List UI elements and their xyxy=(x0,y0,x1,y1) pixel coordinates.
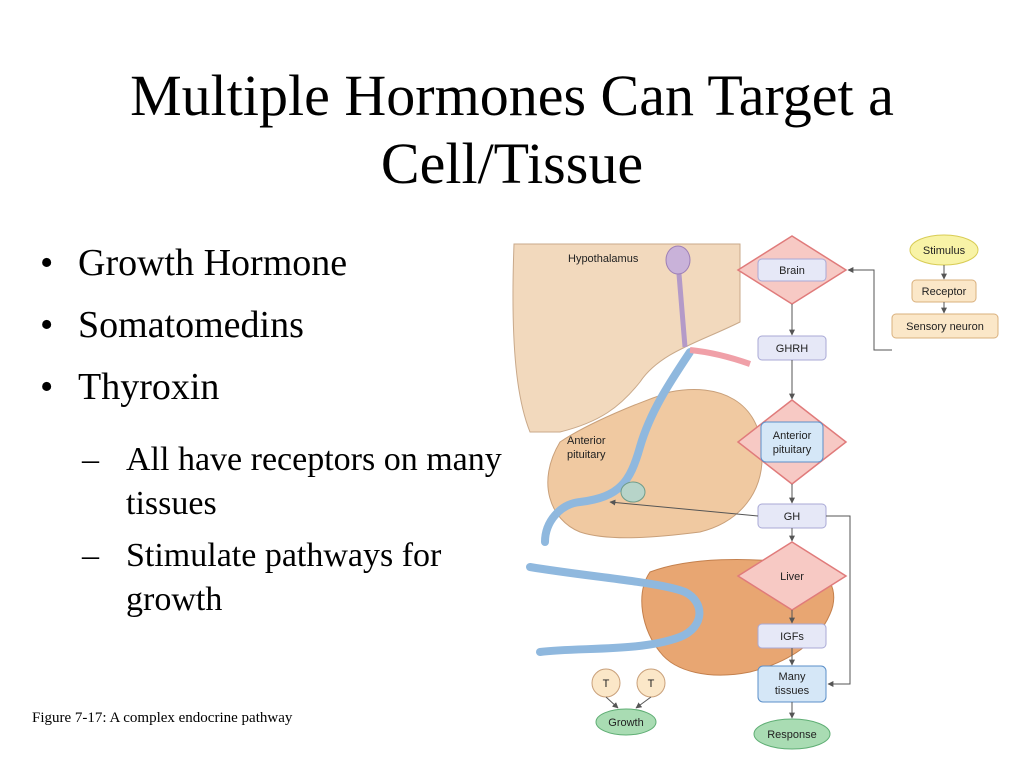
bullet-marker: • xyxy=(40,242,54,284)
anterior-pituitary-box-label-2: pituitary xyxy=(773,444,812,456)
bullet-text: Somatomedins xyxy=(78,304,304,346)
sensory-neuron-box xyxy=(891,313,999,339)
growth-label: Growth xyxy=(608,717,643,729)
bullet-text: Thyroxin xyxy=(78,366,220,408)
gh-label: GH xyxy=(784,511,801,523)
brain-box xyxy=(757,258,827,282)
igfs-label: IGFs xyxy=(780,631,804,643)
sub-bullet-marker: – xyxy=(82,537,99,574)
sub-bullet-pathways: – Stimulate pathways for growth xyxy=(82,534,506,622)
bullet-growth-hormone: • Growth Hormone xyxy=(38,240,458,286)
bullet-list: • Growth Hormone • Somatomedins • Thyrox… xyxy=(38,240,458,426)
endocrine-pathway-figure: Hypothalamus Anterior pituitary Brain GH… xyxy=(500,232,1020,768)
growth-oval xyxy=(595,708,657,736)
sensory-neuron-label: Sensory neuron xyxy=(906,321,984,333)
target-left-label: T xyxy=(603,678,610,690)
slide-title: Multiple Hormones Can Target a Cell/Tiss… xyxy=(130,63,894,196)
hypothalamus-tissue xyxy=(512,243,741,433)
bullet-marker: • xyxy=(40,366,54,408)
bullet-marker: • xyxy=(40,304,54,346)
anterior-pituitary-label-2: pituitary xyxy=(567,449,606,461)
stimulus-label: Stimulus xyxy=(923,245,966,257)
response-label: Response xyxy=(767,729,817,741)
anterior-pituitary-box-label-1: Anterior xyxy=(773,430,812,442)
hypothalamus-label: Hypothalamus xyxy=(568,253,639,265)
anterior-pituitary-box xyxy=(760,421,824,463)
ghrh-label: GHRH xyxy=(776,343,808,355)
blood-vessel xyxy=(526,563,704,656)
sub-bullet-marker: – xyxy=(82,441,99,478)
response-oval xyxy=(753,718,831,750)
sensory-vessel xyxy=(689,347,751,367)
sub-bullet-text: All have receptors on many tissues xyxy=(126,441,502,522)
bullet-text: Growth Hormone xyxy=(78,242,348,284)
target-right-label: T xyxy=(648,678,655,690)
sub-bullet-text: Stimulate pathways for growth xyxy=(126,537,442,618)
neuron-body xyxy=(665,245,691,275)
sub-bullet-list: – All have receptors on many tissues – S… xyxy=(38,438,506,630)
bullet-somatomedins: • Somatomedins xyxy=(38,302,458,348)
neuron-axon xyxy=(675,261,688,348)
pathway-diagram: Hypothalamus Anterior pituitary Brain GH… xyxy=(512,234,999,750)
sub-bullet-receptors: – All have receptors on many tissues xyxy=(82,438,506,526)
brain-label: Brain xyxy=(779,265,805,277)
bullet-thyroxin: • Thyroxin xyxy=(38,364,458,410)
receptor-label: Receptor xyxy=(922,286,967,298)
liver-label: Liver xyxy=(780,571,804,583)
many-tissues-label-1: Many xyxy=(779,671,806,683)
portal-vessel xyxy=(541,348,694,546)
many-tissues-label-2: tissues xyxy=(775,685,810,697)
pathway-arrows xyxy=(605,265,947,719)
anterior-pituitary-label-1: Anterior xyxy=(567,435,606,447)
endocrine-cell xyxy=(620,481,646,503)
figure-caption: Figure 7-17: A complex endocrine pathway xyxy=(32,710,293,726)
